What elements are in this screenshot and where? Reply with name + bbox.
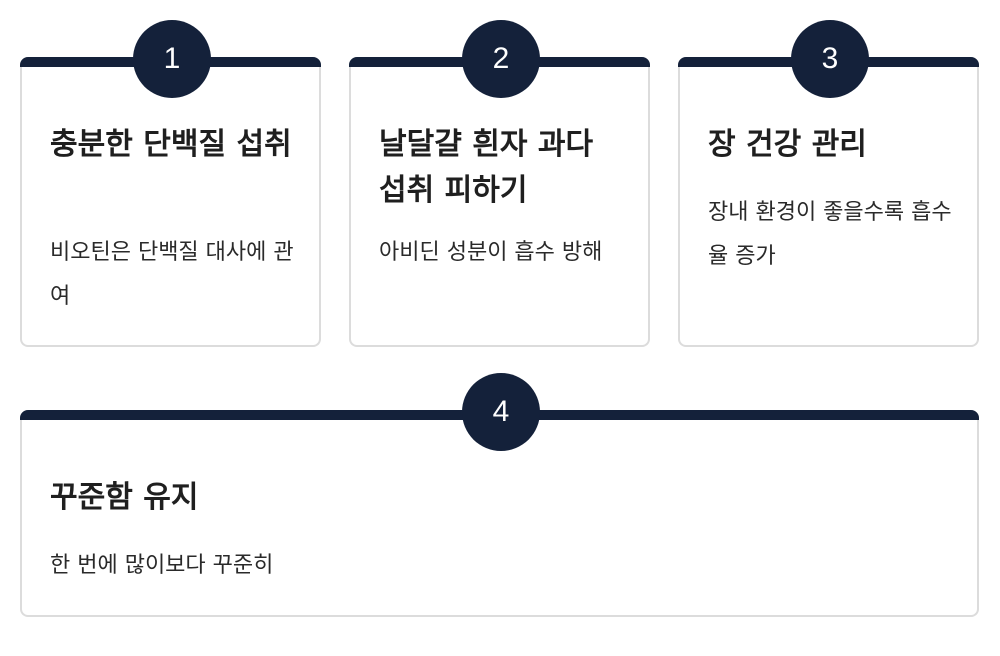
step-card-3: 3 장 건강 관리 장내 환경이 좋을수록 흡수율 증가 [678,20,979,347]
step-title-1: 충분한 단백질 섭취 [50,127,292,162]
step-card-4: 4 꾸준함 유지 한 번에 많이보다 꾸준히 [20,373,979,617]
step-description-2: 아비딘 성분이 흡수 방해 [379,240,603,265]
step-description-4: 한 번에 많이보다 꾸준히 [50,553,274,578]
step-title-4: 꾸준함 유지 [50,480,199,515]
step-number-badge-2: 2 [462,20,540,98]
step-number-badge-1: 1 [133,20,211,98]
step-title-2: 날달걀 흰자 과다 섭취 피하기 [379,127,594,208]
step-number-badge-3: 3 [791,20,869,98]
step-description-1: 비오틴은 단백질 대사에 관여 [50,240,294,309]
step-title-3: 장 건강 관리 [708,127,867,162]
step-card-2: 2 날달걀 흰자 과다 섭취 피하기 아비딘 성분이 흡수 방해 [349,20,650,347]
step-description-3: 장내 환경이 좋을수록 흡수율 증가 [708,200,952,269]
step-number-badge-4: 4 [462,373,540,451]
step-card-1: 1 충분한 단백질 섭취 비오틴은 단백질 대사에 관여 [20,20,321,347]
